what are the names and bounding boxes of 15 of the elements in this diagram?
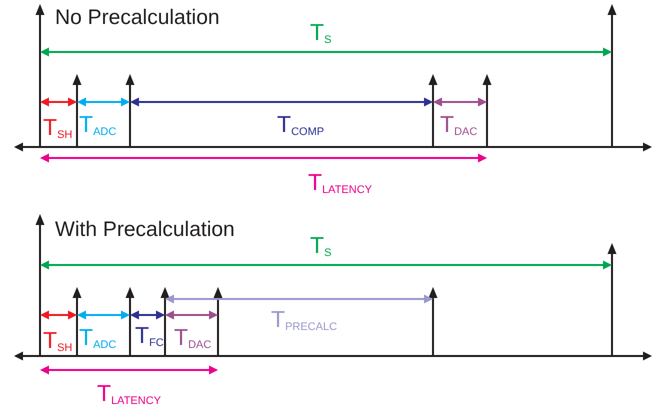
panel-heading: With Precalculation xyxy=(55,218,235,242)
sample-hold-time-label: T$_{SH}$ xyxy=(43,115,72,139)
sampling-period-label: T$_{S}$ xyxy=(310,233,332,257)
panel-heading: No Precalculation xyxy=(55,6,220,30)
conversion-time-label: T$_{ADC}$ xyxy=(79,112,116,136)
latency-label: T$_{LATENCY}$ xyxy=(308,170,372,194)
dac-time-label: T$_{DAC}$ xyxy=(440,112,478,136)
latency-label: T$_{LATENCY}$ xyxy=(97,381,161,405)
fc-time-label: T$_{FC}$ xyxy=(135,323,164,347)
computation-time-label: T$_{COMP}$ xyxy=(277,112,324,136)
dac-time-label: T$_{DAC}$ xyxy=(174,325,212,349)
conversion-time-label: T$_{ADC}$ xyxy=(79,325,116,349)
precalculation-time-label: T$_{PRECALC}$ xyxy=(271,307,338,331)
sampling-period-label: T$_{S}$ xyxy=(310,20,332,44)
sample-hold-time-label: T$_{SH}$ xyxy=(43,328,72,352)
